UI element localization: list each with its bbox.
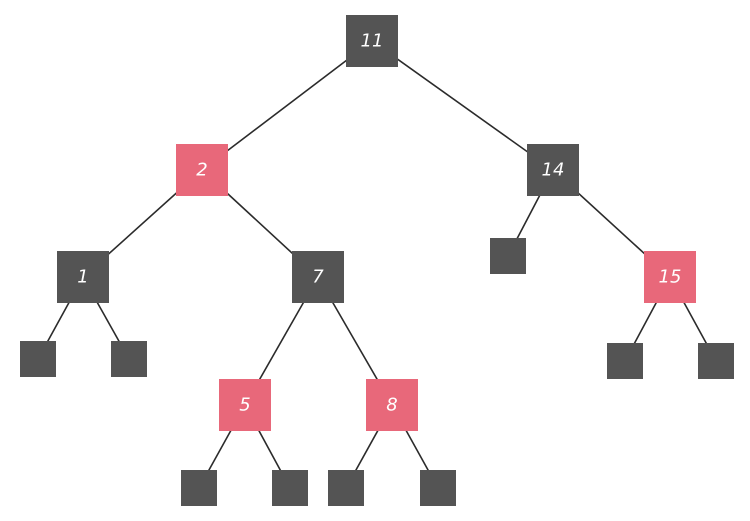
node-box <box>527 144 579 196</box>
node-15: 15 <box>644 251 696 303</box>
node-label: 1 <box>77 267 88 288</box>
node-11: 11 <box>346 15 398 67</box>
node-box <box>176 144 228 196</box>
node-box <box>57 251 109 303</box>
nil-leaf <box>111 341 147 377</box>
nil-leaves <box>20 238 734 506</box>
nil-leaf <box>607 343 643 379</box>
node-label: 8 <box>386 395 397 416</box>
edge-11-14 <box>371 40 554 171</box>
nil-leaf <box>490 238 526 274</box>
node-box <box>366 379 418 431</box>
nil-leaf <box>272 470 308 506</box>
node-label: 2 <box>196 160 207 181</box>
node-14: 14 <box>527 144 579 196</box>
nil-leaf <box>181 470 217 506</box>
node-label: 7 <box>312 267 324 288</box>
node-5: 5 <box>219 379 271 431</box>
node-box <box>644 251 696 303</box>
nil-leaf <box>328 470 364 506</box>
node-7: 7 <box>292 251 344 303</box>
node-box <box>292 251 344 303</box>
node-box <box>346 15 398 67</box>
node-2: 2 <box>176 144 228 196</box>
node-box <box>219 379 271 431</box>
node-label: 5 <box>239 395 250 416</box>
node-label: 11 <box>361 31 384 52</box>
node-8: 8 <box>366 379 418 431</box>
nil-leaf <box>20 341 56 377</box>
node-label: 15 <box>659 267 682 288</box>
node-label: 14 <box>542 160 565 181</box>
nil-leaf <box>698 343 734 379</box>
edge-11-2 <box>201 40 373 171</box>
nil-leaf <box>420 470 456 506</box>
node-1: 1 <box>57 251 109 303</box>
